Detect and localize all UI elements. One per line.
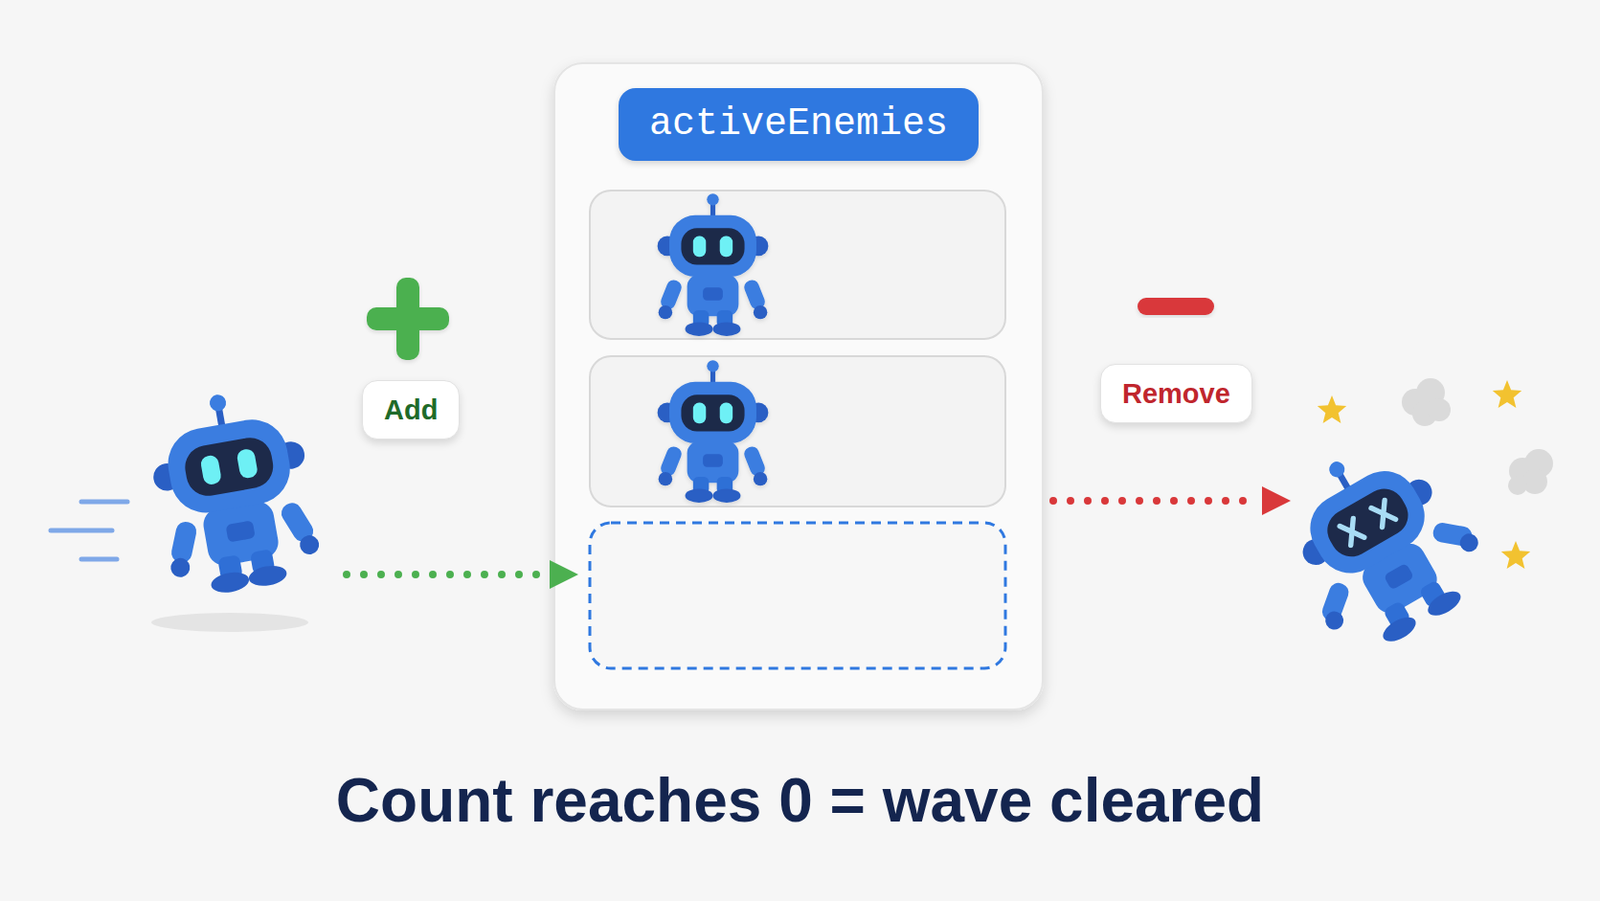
speed-lines (50, 528, 113, 534)
array-slot (589, 356, 1006, 507)
remove-arrow (1261, 486, 1291, 516)
add-label-pill: Add (361, 380, 460, 440)
array-slot (589, 190, 1006, 339)
plus-symbol (396, 277, 420, 361)
array-panel-shape (554, 63, 1043, 710)
action-label: Remove (1122, 374, 1231, 413)
star (1501, 540, 1531, 569)
minus-symbol (1137, 297, 1215, 316)
caption: Count reaches 0 = wave cleared (0, 764, 1600, 837)
array-slot (589, 190, 1006, 507)
enemy-robot (657, 193, 769, 337)
smoke-puff (1401, 378, 1554, 496)
add-arrow (549, 560, 579, 589)
star (1492, 380, 1522, 408)
enemy-robot (657, 360, 769, 503)
smoke-puff (1508, 475, 1528, 496)
action-label: Add (383, 390, 438, 429)
defeated-robot (1256, 418, 1504, 669)
remove-label-pill: Remove (1100, 363, 1253, 424)
star (1317, 395, 1347, 424)
array-panel-shape (554, 63, 1043, 710)
speed-lines (50, 501, 128, 560)
add-arrow (346, 570, 542, 579)
star (1317, 395, 1347, 424)
defeated-robot (1256, 418, 1504, 669)
array-name-header: activeEnemies (618, 88, 979, 161)
smoke-puff (1427, 398, 1451, 422)
running-robot (140, 381, 326, 602)
remove-arrow (1053, 496, 1257, 505)
speed-lines (81, 557, 117, 563)
speed-lines (81, 499, 128, 505)
empty-slot (589, 522, 1006, 669)
remove-arrow (1053, 486, 1291, 516)
minus-symbol (1137, 297, 1215, 316)
star (1492, 380, 1522, 408)
robot-shadow (151, 612, 309, 632)
running-robot (140, 381, 326, 602)
array-panel: activeEnemies (554, 63, 1043, 710)
enemy-robot (657, 193, 769, 503)
add-arrow (346, 560, 579, 589)
plus-symbol (366, 277, 450, 361)
robot-shadow (151, 612, 309, 632)
star (1501, 540, 1531, 569)
empty-slot (589, 522, 1006, 669)
star (1317, 380, 1531, 569)
